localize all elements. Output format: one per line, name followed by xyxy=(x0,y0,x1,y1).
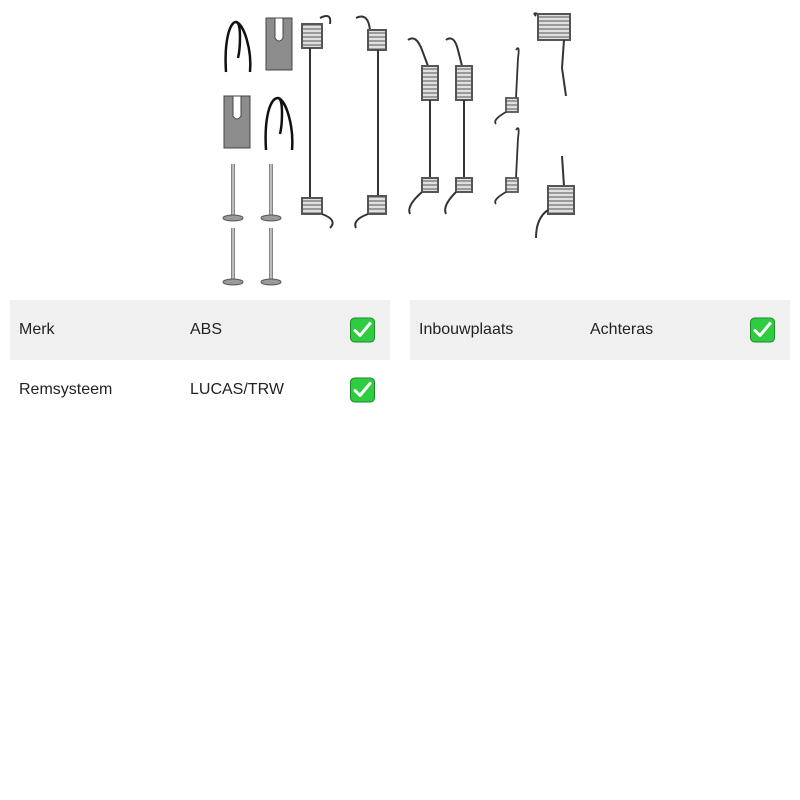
long-return-spring-2 xyxy=(354,15,387,229)
small-spring-2 xyxy=(494,127,520,205)
spec-label: Merk xyxy=(19,321,55,338)
medium-spring-1 xyxy=(407,37,439,215)
spec-label: Remsysteem xyxy=(19,381,113,398)
spec-row-remsysteem: Remsysteem LUCAS/TRW xyxy=(10,360,390,420)
lever-spring-1 xyxy=(533,12,571,97)
check-mark-icon xyxy=(750,317,775,343)
spec-row-merk: Merk ABS xyxy=(10,300,390,360)
hold-down-pins xyxy=(222,164,282,286)
retainer-plate-1 xyxy=(265,17,293,71)
medium-spring-2 xyxy=(444,37,473,215)
spec-row-inbouwplaats: Inbouwplaats Achteras xyxy=(410,300,790,360)
spec-label: Inbouwplaats xyxy=(419,321,514,338)
hold-down-clip-2 xyxy=(264,96,294,151)
spec-table-left: Merk ABS Remsysteem LUCAS/TRW xyxy=(10,300,390,420)
check-mark-icon xyxy=(350,317,375,343)
product-image xyxy=(222,12,575,286)
spec-value: LUCAS/TRW xyxy=(190,381,284,398)
check-mark-icon xyxy=(350,377,375,403)
retainer-plate-2 xyxy=(223,95,251,149)
small-spring-1 xyxy=(494,47,520,125)
spec-value: Achteras xyxy=(590,321,654,338)
lever-spring-2 xyxy=(535,155,575,239)
spec-table-right: Inbouwplaats Achteras xyxy=(410,300,790,360)
spec-value: ABS xyxy=(190,321,223,338)
hold-down-clip-1 xyxy=(224,20,252,73)
long-return-spring-1 xyxy=(301,15,334,229)
